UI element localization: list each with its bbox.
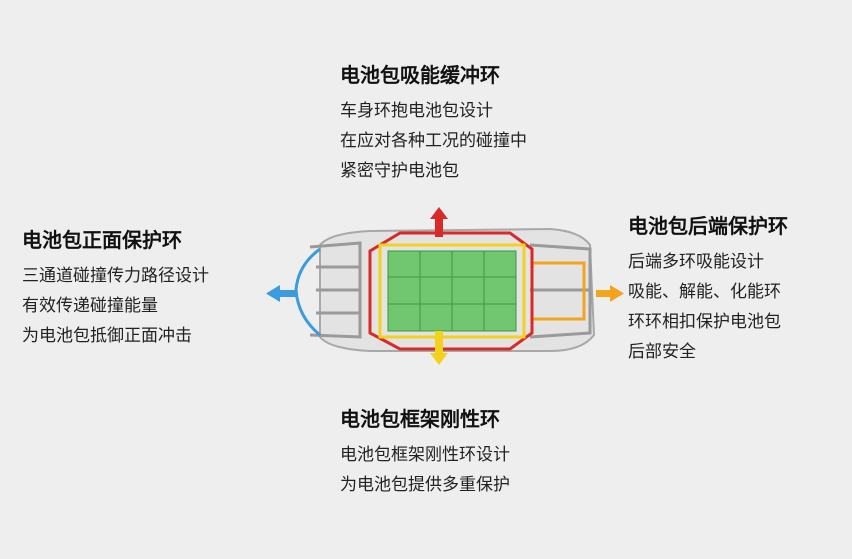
arrow-down-icon <box>430 331 448 365</box>
front-ring-line-2: 有效传递碰撞能量 <box>22 296 158 316</box>
arrow-up-icon <box>430 207 448 237</box>
rear-ring-line-4: 后部安全 <box>628 342 696 362</box>
front-protection-ring <box>294 247 321 337</box>
front-ring-line-3: 为电池包抵御正面冲击 <box>22 326 192 346</box>
rear-ring-callout: 电池包后端保护环 后端多环吸能设计 吸能、解能、化能环 环环相扣保护电池包 后部… <box>628 213 788 367</box>
battery-cell-grid <box>388 251 516 331</box>
rear-ring-line-1: 后端多环吸能设计 <box>628 252 764 272</box>
arrow-right-icon <box>596 285 624 302</box>
absorb-ring-callout: 电池包吸能缓冲环 车身环抱电池包设计 在应对各种工况的碰撞中 紧密守护电池包 <box>340 62 527 186</box>
car-body-diagram <box>266 207 624 365</box>
arrow-left-icon <box>266 285 296 302</box>
frame-ring-line-1: 电池包框架刚性环设计 <box>340 445 510 465</box>
front-ring-line-1: 三通道碰撞传力路径设计 <box>22 266 209 286</box>
front-ring-title: 电池包正面保护环 <box>22 228 182 252</box>
absorb-ring-title: 电池包吸能缓冲环 <box>340 63 500 87</box>
rear-ring-title: 电池包后端保护环 <box>628 214 788 238</box>
absorb-ring-line-2: 在应对各种工况的碰撞中 <box>340 131 527 151</box>
absorb-ring-line-1: 车身环抱电池包设计 <box>340 101 493 121</box>
frame-ring-title: 电池包框架刚性环 <box>340 407 500 431</box>
frame-ring-line-2: 为电池包提供多重保护 <box>340 475 510 495</box>
frame-ring-callout: 电池包框架刚性环 电池包框架刚性环设计 为电池包提供多重保护 <box>340 406 510 500</box>
absorb-ring-line-3: 紧密守护电池包 <box>340 161 459 181</box>
front-ring-callout: 电池包正面保护环 三通道碰撞传力路径设计 有效传递碰撞能量 为电池包抵御正面冲击 <box>22 227 209 351</box>
rear-ring-line-2: 吸能、解能、化能环 <box>628 282 781 302</box>
rear-ring-line-3: 环环相扣保护电池包 <box>628 312 781 332</box>
frame-rigid-ring <box>378 243 526 339</box>
